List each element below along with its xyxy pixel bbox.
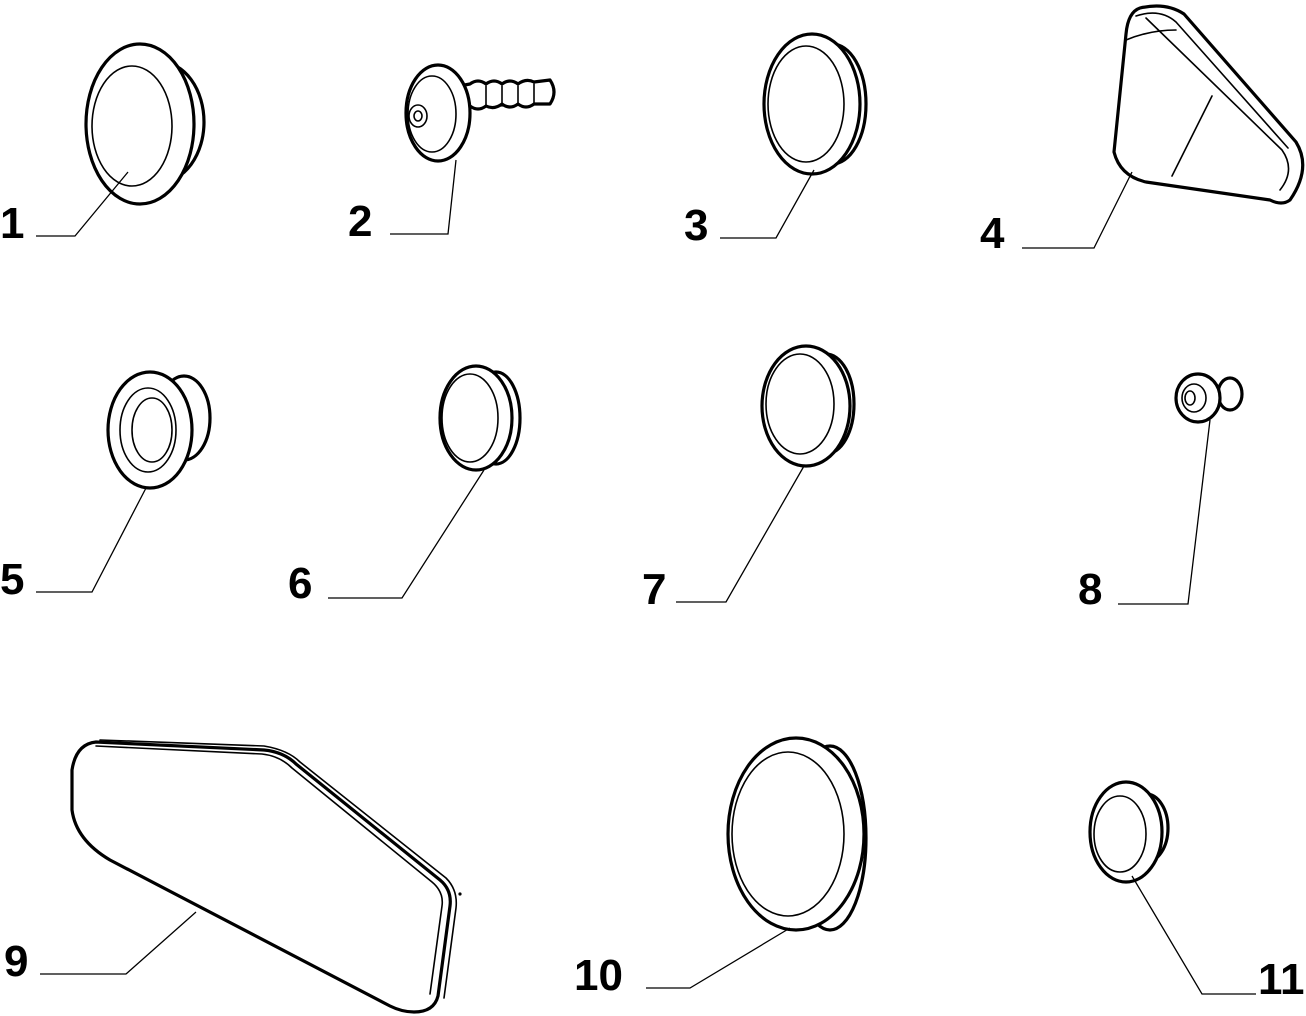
part-5-grommet-drawing (106, 370, 212, 490)
part-10-plug-drawing (726, 736, 868, 932)
leader-line-1 (36, 171, 129, 237)
part-label-7: 7 (642, 565, 666, 614)
part-8-grommet-drawing (1174, 372, 1244, 424)
leader-line-8 (1118, 419, 1211, 605)
part-label-3: 3 (684, 201, 708, 250)
part-1-plug-drawing (84, 42, 206, 206)
leader-line-5 (36, 487, 147, 593)
leader-line-2 (390, 159, 457, 235)
part-label-2: 2 (348, 197, 372, 246)
leader-line-6 (328, 469, 485, 599)
part-label-1: 1 (0, 199, 24, 248)
leader-line-9 (40, 911, 197, 975)
leader-line-11 (1131, 875, 1256, 995)
part-2-clip-drawing (404, 63, 556, 163)
part-label-11: 11 (1258, 955, 1305, 1004)
part-label-10: 10 (574, 951, 623, 1000)
part-label-5: 5 (0, 555, 24, 604)
part-label-8: 8 (1078, 565, 1102, 614)
part-6-plug-drawing (438, 364, 522, 472)
leader-line-3 (720, 169, 815, 239)
part-4-pad-drawing (1112, 4, 1305, 205)
leader-line-4 (1022, 171, 1133, 249)
part-7-plug-drawing (760, 344, 856, 468)
part-11-grommet-drawing (1088, 780, 1170, 884)
part-9-pad-drawing (70, 739, 462, 1014)
part-3-plug-drawing (762, 32, 868, 176)
leader-line-10 (646, 927, 791, 989)
part-label-4: 4 (980, 209, 1005, 258)
part-label-6: 6 (288, 559, 312, 608)
leader-line-7 (676, 465, 805, 603)
part-label-9: 9 (4, 937, 28, 986)
